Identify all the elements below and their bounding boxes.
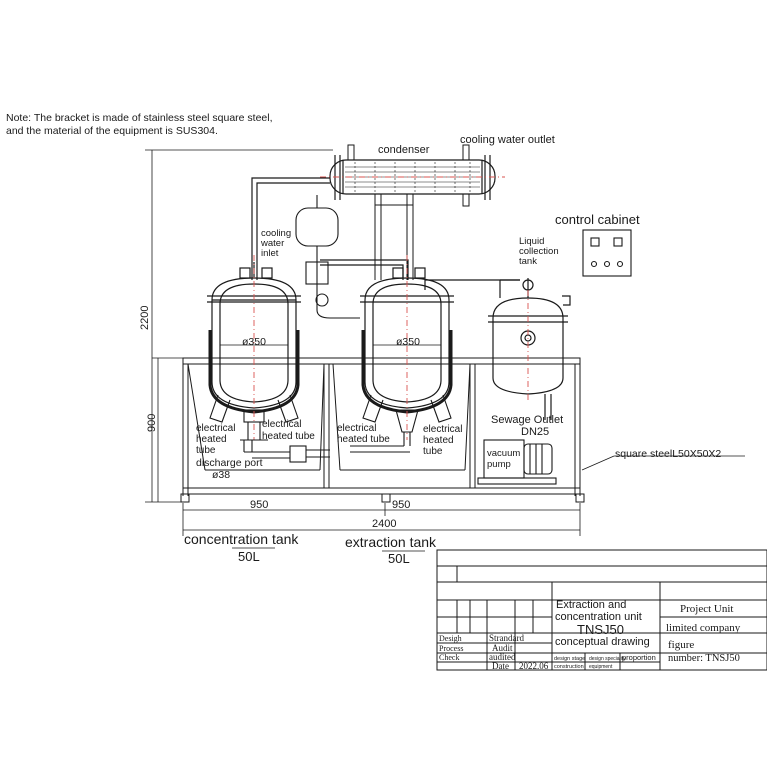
heater-tube-2-line-1: electrical <box>262 419 301 430</box>
cooling-water-outlet-label: cooling water outlet <box>460 134 555 146</box>
cooling-water-inlet-label-1: cooling <box>261 228 291 239</box>
square-steel-leader <box>581 455 745 471</box>
dimension-lines <box>145 149 581 536</box>
process-label: Process <box>439 644 463 653</box>
vapor-pipes <box>251 177 520 290</box>
drawing-type: conceptual drawing <box>555 636 650 648</box>
dimension-width-left: 950 <box>250 499 268 511</box>
note-line-2: and the material of the equipment is SUS… <box>6 125 218 137</box>
proportion-label: proportion <box>622 653 656 662</box>
design-stage-label: design stage <box>554 656 585 662</box>
vacuum-pump <box>477 439 557 485</box>
vacuum-pump-label-1: vacuum <box>487 448 520 459</box>
sewage-outlet-size: DN25 <box>521 426 549 438</box>
receiver-tank <box>295 195 360 319</box>
design-label: Desigh <box>439 634 462 643</box>
condenser-nozzle-bottom <box>462 193 470 207</box>
heater-tube-4-line-3: tube <box>423 446 443 457</box>
construction-label: construction <box>554 664 584 670</box>
design-speciality-label: design speciality <box>589 656 626 662</box>
control-cabinet-label: control cabinet <box>555 212 640 227</box>
heater-tube-2-line-2: heated tube <box>262 431 315 442</box>
product-name-line-2: concentration unit <box>555 611 642 623</box>
heater-tube-3-line-2: heated tube <box>337 434 390 445</box>
dimension-width-right: 950 <box>392 499 410 511</box>
vacuum-pump-label-2: pump <box>487 459 511 470</box>
cooling-water-outlet-nozzle <box>462 144 470 161</box>
heater-tube-3-line-1: electrical <box>337 423 376 434</box>
concentration-tank-title: concentration tank <box>184 531 299 547</box>
cooling-water-inlet-label-3: inlet <box>261 248 279 259</box>
date-value: 2022.06 <box>519 661 549 671</box>
note-line-1: Note: The bracket is made of stainless s… <box>6 112 273 124</box>
extraction-tank-volume: 50L <box>388 551 410 566</box>
title-block-grid <box>436 549 767 671</box>
extraction-heater-tubes <box>350 394 452 453</box>
heater-tube-1-line-2: heated <box>196 434 227 445</box>
project-unit: Project Unit <box>680 603 733 615</box>
discharge-port-label: discharge port <box>196 457 263 469</box>
condenser-support <box>374 194 414 280</box>
heater-tube-4-line-2: heated <box>423 435 454 446</box>
product-name-line-1: Extraction and <box>556 599 626 611</box>
square-steel-label: square steelL50X50X2 <box>615 448 721 460</box>
equipment-label: equipment <box>589 664 613 670</box>
audit-label: Audit <box>492 643 513 653</box>
discharge-port-size: ø38 <box>212 469 230 481</box>
condenser-nozzle-top <box>347 144 355 161</box>
heater-tube-1-line-3: tube <box>196 445 216 456</box>
dimension-height-frame: 900 <box>146 414 158 432</box>
extraction-diameter: ø350 <box>396 336 420 348</box>
standard-label: Strandard <box>489 633 524 643</box>
date-label: Date <box>492 661 509 671</box>
condenser-label: condenser <box>378 144 430 156</box>
check-label: Check <box>439 653 459 662</box>
control-cabinet <box>582 229 632 277</box>
heater-tube-4-line-1: electrical <box>423 424 462 435</box>
cooling-water-inlet-label-2: water <box>260 238 284 249</box>
figure-number: number: TNSJ50 <box>668 653 740 664</box>
liquid-collection-tank <box>488 278 571 420</box>
audited-label: audited <box>489 652 516 662</box>
concentration-diameter: ø350 <box>242 336 266 348</box>
condenser-hatch <box>354 162 471 192</box>
concentration-heater-tubes <box>209 394 330 463</box>
condenser-tubes <box>345 166 480 188</box>
sewage-outlet-label: Sewage Outlet <box>491 414 563 426</box>
model-number: TNSJ50 <box>577 622 624 637</box>
support-frame <box>180 357 585 503</box>
concentration-tank-volume: 50L <box>238 549 260 564</box>
heater-tube-1-line-1: electrical <box>196 423 235 434</box>
collection-tank-label-2: collection <box>519 246 559 257</box>
dimension-height-total: 2200 <box>139 306 151 330</box>
figure-label: figure <box>668 639 694 651</box>
extraction-tank-title: extraction tank <box>345 534 437 550</box>
company-name: limited company <box>666 622 741 634</box>
dimension-width-total: 2400 <box>372 518 396 530</box>
condenser-shell <box>329 155 496 200</box>
collection-tank-label-3: tank <box>519 256 537 267</box>
collection-tank-label-1: Liquid <box>519 236 544 247</box>
